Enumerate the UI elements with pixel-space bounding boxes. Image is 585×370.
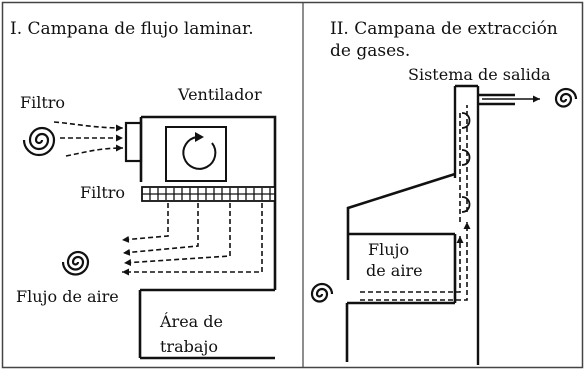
inlet-air-swirl-icon xyxy=(22,126,56,157)
extraction-inlet-swirl-icon xyxy=(310,282,334,303)
extraction-air-flow-label-line2: de aire xyxy=(366,261,423,280)
extraction-panel-title-line2: de gases. xyxy=(330,41,410,61)
laminar-panel-title: I. Campana de flujo laminar. xyxy=(10,19,254,39)
laminar-down-flow-arrows xyxy=(121,203,263,276)
inlet-filter-label: Filtro xyxy=(20,93,65,112)
inlet-air-arrows xyxy=(53,121,124,157)
extraction-hood-body xyxy=(345,172,457,362)
exhaust-outlet-swirl-icon xyxy=(554,87,578,108)
exhaust-duct xyxy=(453,84,515,365)
fan-icon xyxy=(165,126,227,182)
work-area-label-line1: Área de xyxy=(159,311,223,331)
extraction-panel-title-line1: II. Campana de extracción xyxy=(330,19,558,39)
laminar-hood-body xyxy=(138,115,277,360)
laminar-air-flow-label: Flujo de aire xyxy=(16,287,119,306)
extraction-hood-panel: II. Campana de extracción de gases. Sist… xyxy=(310,19,578,365)
outlet-air-swirl-icon xyxy=(61,250,90,276)
exhaust-system-label: Sistema de salida xyxy=(408,65,551,84)
hepa-filter-grid xyxy=(141,186,276,202)
baffle-curves xyxy=(461,112,471,213)
work-area-label-line2: trabajo xyxy=(160,337,218,356)
exhaust-up-flow-arrows xyxy=(360,95,540,301)
extraction-air-flow-label-line1: Flujo xyxy=(368,240,409,259)
prefilter-box xyxy=(124,121,143,163)
laminar-flow-panel: I. Campana de flujo laminar. Filtro Vent… xyxy=(10,19,277,360)
filter-grid-label: Filtro xyxy=(80,183,125,202)
fan-label: Ventilador xyxy=(177,85,262,104)
